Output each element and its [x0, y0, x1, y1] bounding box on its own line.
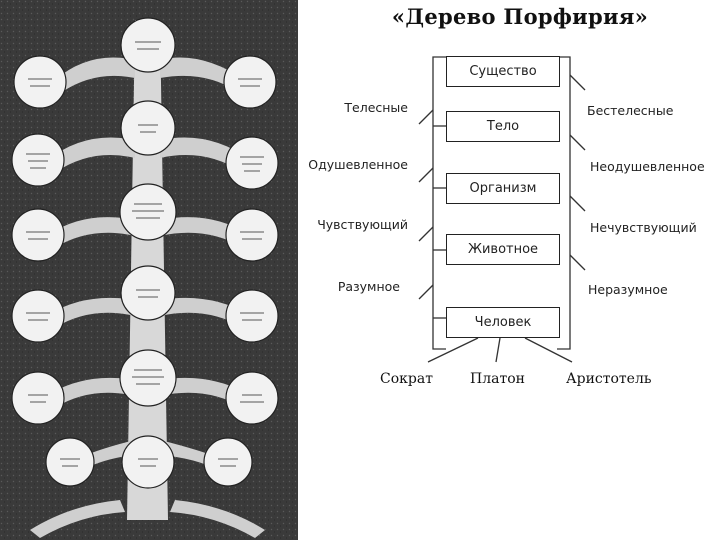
differentia-left-4: Разумное [337, 279, 400, 294]
differentia-right-4: Неразумное [588, 282, 668, 297]
tree-node-living-body [119, 183, 177, 241]
tree-node-corporeal [13, 55, 67, 109]
right-tick-1 [569, 74, 586, 91]
differentia-right-2: Неодушевленное [590, 159, 705, 174]
right-bracket-line [557, 56, 571, 350]
right-tick-2 [569, 134, 586, 151]
individual-socrates: Сократ [380, 371, 433, 387]
tree-node-socrates [203, 437, 253, 487]
left-tick-2 [418, 167, 434, 183]
differentia-left-1: Телесные [344, 100, 408, 115]
differentia-left-2: Одушевленное [308, 157, 408, 172]
individual-plato: Платон [470, 371, 525, 387]
left-tick-3 [418, 226, 434, 242]
tree-node-immortal [225, 371, 279, 425]
tree-node-sensible [11, 208, 65, 262]
tree-node-irrational [225, 289, 279, 343]
slide-title: «Дерево Порфирия» [391, 4, 649, 29]
left-tick-4 [418, 284, 434, 300]
differentia-left-3: Чувствующий [317, 217, 408, 232]
differentia-right-3: Нечувствующий [590, 220, 697, 235]
individual-aristotle: Аристотель [566, 371, 652, 387]
tree-node-mortal [11, 371, 65, 425]
tree-node-animate [11, 133, 65, 187]
tree-node-inanimate [225, 136, 279, 190]
genus-box-zhivotnoe: Животное [446, 234, 560, 265]
left-tick-1 [418, 109, 434, 125]
tree-node-man [121, 435, 175, 489]
genus-label-zhivotnoe: Животное [467, 242, 539, 257]
tree-node-incorporeal [223, 55, 277, 109]
left-bracket-line [432, 56, 446, 350]
tree-illustration [0, 0, 298, 540]
line-to-socrates [427, 337, 479, 363]
tree-node-rational-animal [119, 349, 177, 407]
genus-label-organizm: Организм [469, 181, 537, 196]
tree-node-animal [120, 265, 176, 321]
tree-node-plato [45, 437, 95, 487]
tree-node-rational [11, 289, 65, 343]
genus-box-sushchestvo: Существо [446, 56, 560, 87]
right-tick-3 [569, 195, 586, 212]
genus-box-telo: Тело [446, 111, 560, 142]
genus-label-telo: Тело [486, 119, 520, 134]
differentia-right-1: Бестелесные [587, 103, 674, 118]
tree-node-insensible [225, 208, 279, 262]
genus-box-chelovek: Человек [446, 307, 560, 338]
tree-node-scribbles [26, 41, 264, 467]
genus-label-chelovek: Человек [474, 315, 532, 330]
genus-label-sushchestvo: Существо [469, 64, 537, 79]
tree-illustration-svg [0, 0, 298, 540]
tree-node-body [120, 100, 176, 156]
line-to-plato [495, 337, 501, 363]
tree-node-substance [120, 17, 176, 73]
genus-box-organizm: Организм [446, 173, 560, 204]
line-to-aristotle [524, 337, 573, 363]
right-tick-4 [569, 254, 586, 271]
